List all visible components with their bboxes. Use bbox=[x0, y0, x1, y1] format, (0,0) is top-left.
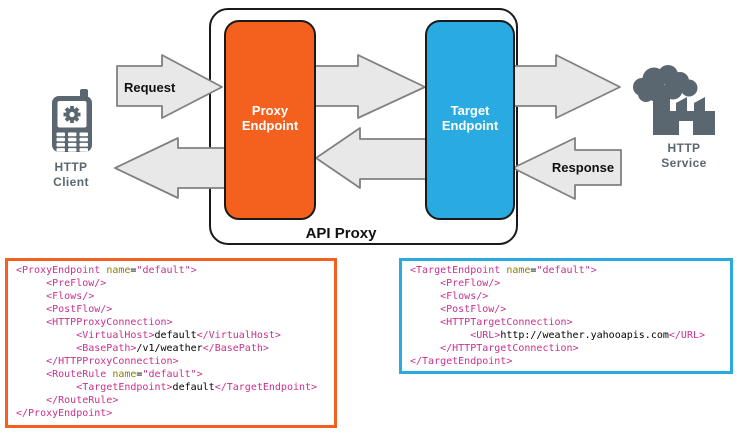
code-line: </RouteRule> bbox=[16, 395, 119, 406]
mobile-phone-icon bbox=[52, 89, 92, 152]
target-endpoint-label-line2: Endpoint bbox=[442, 118, 499, 133]
proxyendpoint-code-block: <ProxyEndpoint name="default"> <PreFlow/… bbox=[5, 258, 337, 428]
target-endpoint-box bbox=[425, 20, 515, 220]
http-client-label-line2: Client bbox=[53, 175, 89, 189]
code-line: <HTTPProxyConnection> bbox=[16, 317, 173, 328]
targetendpoint-code-block: <TargetEndpoint name="default"> <PreFlow… bbox=[399, 258, 733, 374]
request-arrow bbox=[116, 54, 223, 119]
target-endpoint-label-line1: Target bbox=[451, 103, 490, 118]
http-client-label-line1: HTTP bbox=[55, 160, 88, 174]
code-line: </HTTPProxyConnection> bbox=[16, 356, 179, 367]
response-arrow bbox=[512, 137, 622, 200]
code-line: </TargetEndpoint> bbox=[410, 356, 513, 367]
proxy-endpoint-label-line2: Endpoint bbox=[242, 118, 299, 133]
code-line: <PostFlow/> bbox=[16, 304, 113, 315]
phone-keypad bbox=[56, 132, 88, 152]
api-proxy-diagram: Request Response Proxy Endpoint Target E… bbox=[52, 8, 715, 245]
http-service-label-line1: HTTP bbox=[668, 141, 701, 155]
code-line: <ProxyEndpoint name="default"> bbox=[16, 265, 197, 276]
code-line: <PostFlow/> bbox=[410, 304, 507, 315]
proxy-endpoint-label-line1: Proxy bbox=[252, 103, 289, 118]
code-line: </HTTPTargetConnection> bbox=[410, 343, 579, 354]
proxy-to-target-arrow bbox=[313, 54, 426, 119]
proxy-endpoint-box bbox=[224, 20, 316, 220]
code-line: <HTTPTargetConnection> bbox=[410, 317, 573, 328]
request-label: Request bbox=[124, 80, 176, 95]
code-line: <Flows/> bbox=[410, 291, 489, 302]
gear-icon bbox=[63, 106, 81, 123]
code-line: </ProxyEndpoint> bbox=[16, 408, 113, 419]
cloud-factory-icon bbox=[633, 65, 715, 135]
code-line: <TargetEndpoint name="default"> bbox=[410, 265, 597, 276]
code-line: <Flows/> bbox=[16, 291, 95, 302]
code-line: <BasePath>/v1/weather</BasePath> bbox=[16, 343, 269, 354]
code-line: <RouteRule name="default"> bbox=[16, 369, 203, 380]
code-line: <URL>http://weather.yahooapis.com</URL> bbox=[410, 330, 706, 341]
code-line: <PreFlow/> bbox=[16, 278, 107, 289]
code-line: <PreFlow/> bbox=[410, 278, 501, 289]
api-proxy-label: API Proxy bbox=[306, 225, 378, 242]
response-label: Response bbox=[552, 160, 614, 175]
code-line: <TargetEndpoint>default</TargetEndpoint> bbox=[16, 382, 318, 393]
target-to-service-arrow bbox=[512, 54, 621, 119]
code-line: <VirtualHost>default</VirtualHost> bbox=[16, 330, 281, 341]
http-service-label-line2: Service bbox=[661, 156, 707, 170]
